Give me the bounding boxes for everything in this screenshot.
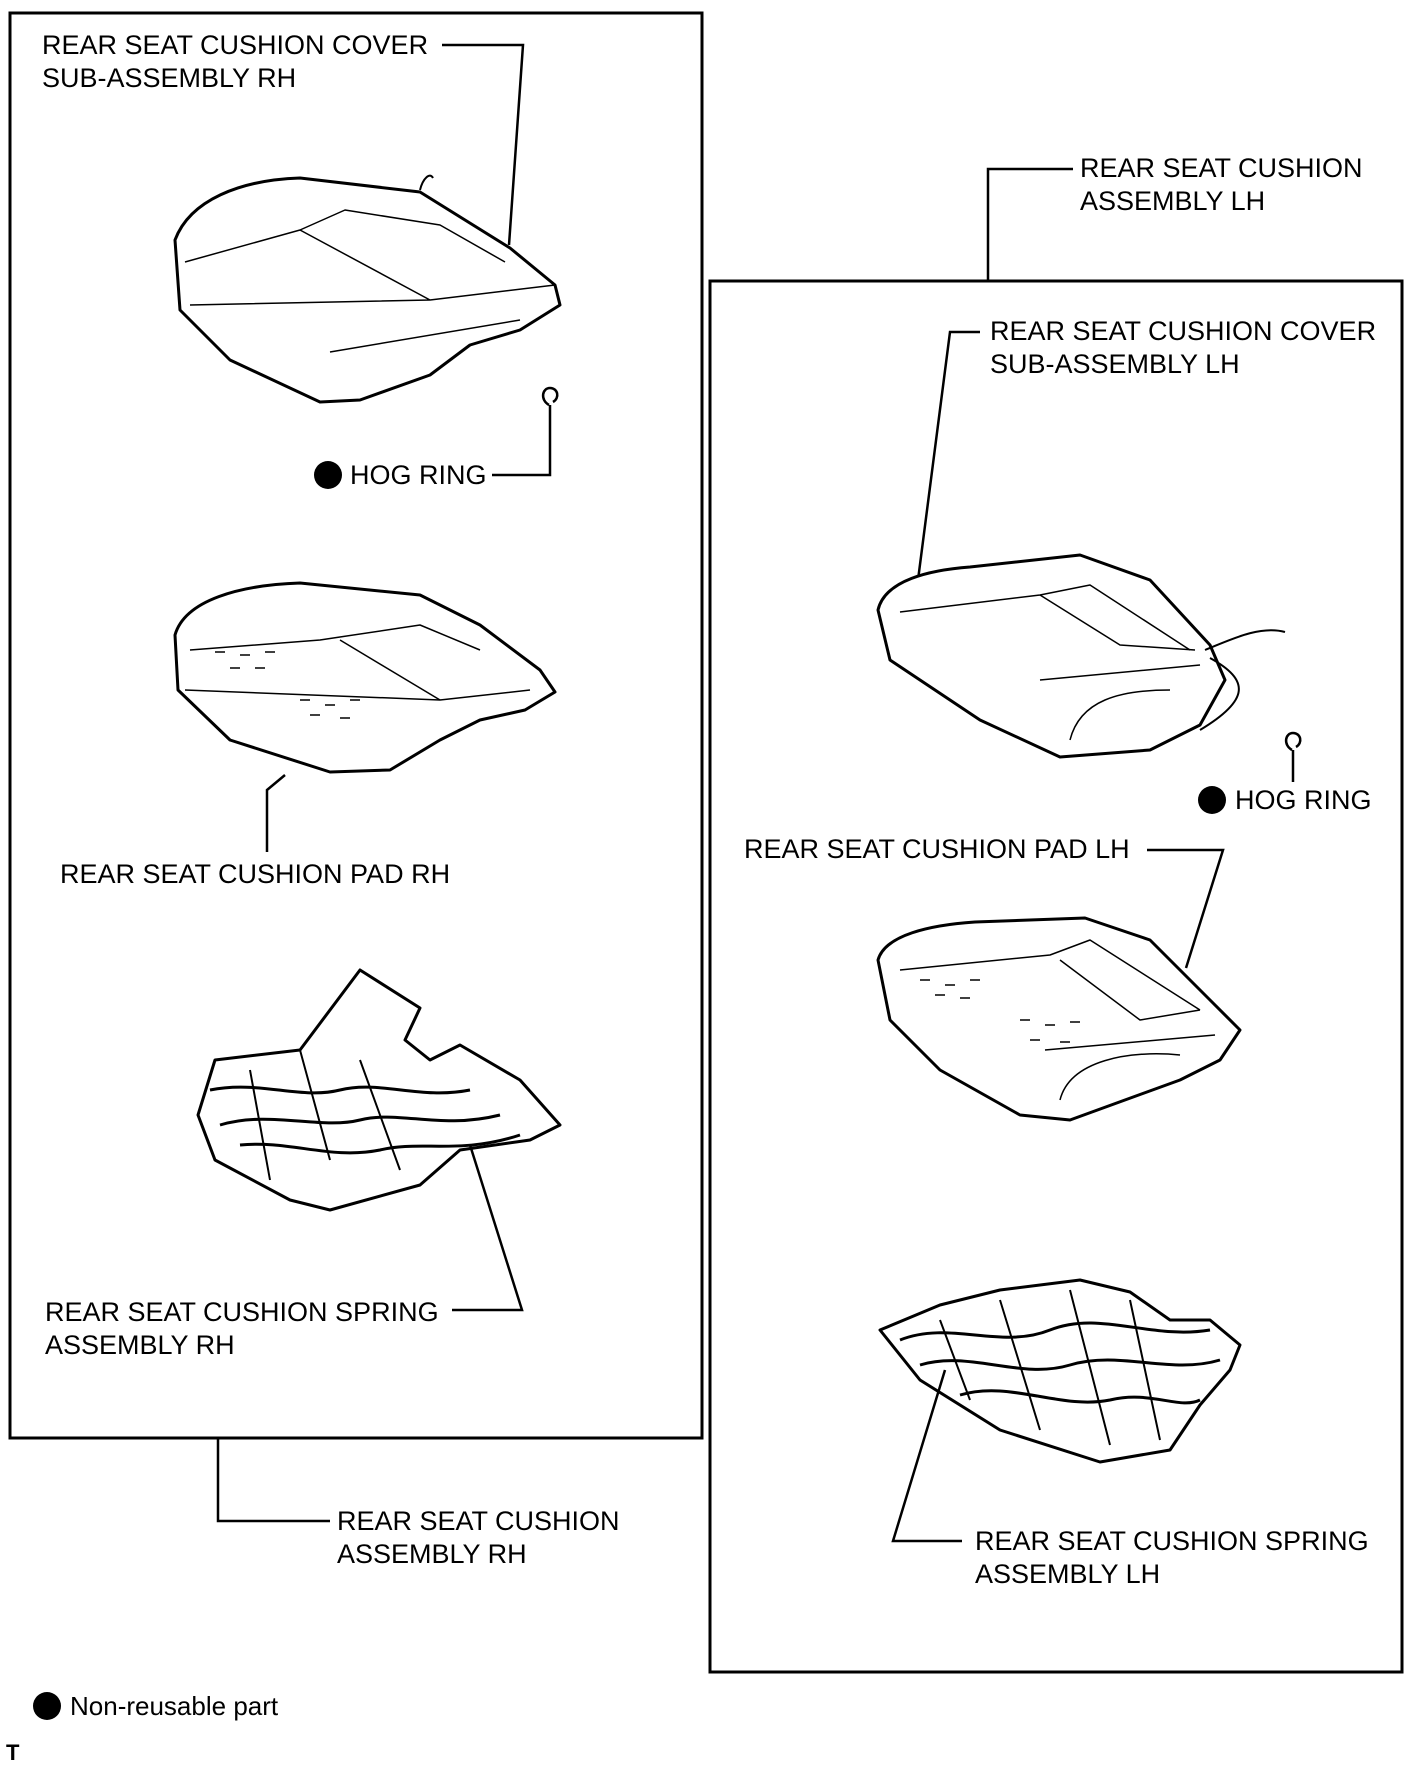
rh-cushion-pad-drawing [173,581,557,774]
rh-cushion-cover-drawing [173,174,562,404]
label-rh-spring-line2: ASSEMBLY RH [45,1330,235,1360]
label-rh-assembly: REAR SEAT CUSHION ASSEMBLY RH [337,1505,620,1571]
lh-non-reusable-marker-icon [1198,786,1226,814]
rh-non-reusable-marker-icon [314,461,342,489]
label-rh-cover-line1: REAR SEAT CUSHION COVER [42,30,429,60]
label-lh-assembly: REAR SEAT CUSHION ASSEMBLY LH [1080,152,1363,218]
label-lh-assembly-line2: ASSEMBLY LH [1080,186,1266,216]
label-rh-assembly-line2: ASSEMBLY RH [337,1539,527,1569]
label-lh-cover: REAR SEAT CUSHION COVER SUB-ASSEMBLY LH [990,315,1376,381]
label-lh-pad: REAR SEAT CUSHION PAD LH [744,834,1130,864]
lh-cushion-cover-drawing [876,553,1286,759]
label-lh-assembly-line1: REAR SEAT CUSHION [1080,153,1363,183]
label-lh-hog-ring: HOG RING [1235,785,1372,815]
leader-rh-assembly [216,1438,330,1523]
leader-lh-spring [891,1369,962,1543]
label-rh-cover-line2: SUB-ASSEMBLY RH [42,63,297,93]
label-lh-spring: REAR SEAT CUSHION SPRING ASSEMBLY LH [975,1525,1369,1591]
leader-lh-pad [1147,848,1225,969]
leader-rh-pad [265,774,286,852]
label-rh-assembly-line1: REAR SEAT CUSHION [337,1506,620,1536]
leader-lh-cover [916,330,980,581]
legend-marker-icon [33,1692,61,1720]
label-lh-cover-line2: SUB-ASSEMBLY LH [990,349,1240,379]
leader-rh-hog-ring [492,405,552,477]
label-lh-spring-line1: REAR SEAT CUSHION SPRING [975,1526,1369,1556]
label-rh-spring: REAR SEAT CUSHION SPRING ASSEMBLY RH [45,1296,439,1362]
legend-non-reusable: Non-reusable part [70,1691,279,1721]
rh-cushion-spring-drawing [196,968,562,1212]
label-rh-spring-line1: REAR SEAT CUSHION SPRING [45,1297,439,1327]
rh-assembly-box [8,11,704,1440]
lh-hog-ring-icon [1284,731,1302,752]
lh-cushion-spring-drawing [878,1278,1242,1464]
label-rh-pad: REAR SEAT CUSHION PAD RH [60,859,451,889]
label-rh-hog-ring: HOG RING [350,460,487,490]
leader-lh-assembly [986,167,1073,281]
rh-hog-ring-icon [541,386,559,407]
label-lh-spring-line2: ASSEMBLY LH [975,1559,1161,1589]
lh-assembly-box [708,279,1404,1674]
leader-rh-spring [452,1144,524,1312]
label-rh-cover: REAR SEAT CUSHION COVER SUB-ASSEMBLY RH [42,29,428,95]
lh-cushion-pad-drawing [876,916,1242,1122]
label-lh-cover-line1: REAR SEAT CUSHION COVER [990,316,1377,346]
corner-mark: T [6,1740,20,1765]
leader-rh-cover [442,43,525,246]
